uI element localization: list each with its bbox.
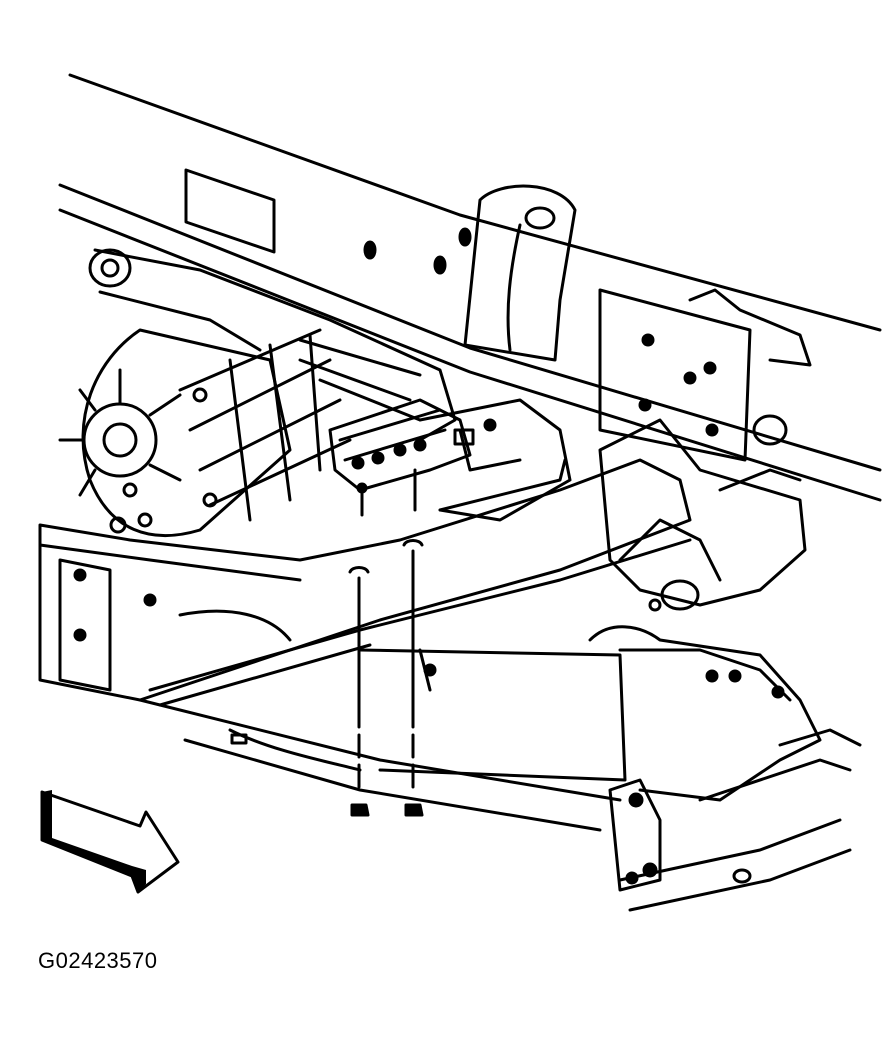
lower-frame-rail	[138, 648, 627, 832]
mounting-bolt-left	[348, 566, 370, 817]
mount-studs	[356, 468, 417, 517]
upper-mount-bracket	[463, 184, 812, 462]
upper-frame-rail	[58, 73, 882, 502]
figure-id-label: G02423570	[38, 948, 158, 973]
right-frame-mount	[588, 625, 862, 912]
transfer-case-housing	[58, 248, 457, 538]
forward-direction-arrow-icon	[40, 790, 180, 894]
transmission-mount	[328, 398, 572, 522]
lower-crossmember	[38, 418, 807, 707]
mounting-bolt-right	[402, 539, 424, 817]
